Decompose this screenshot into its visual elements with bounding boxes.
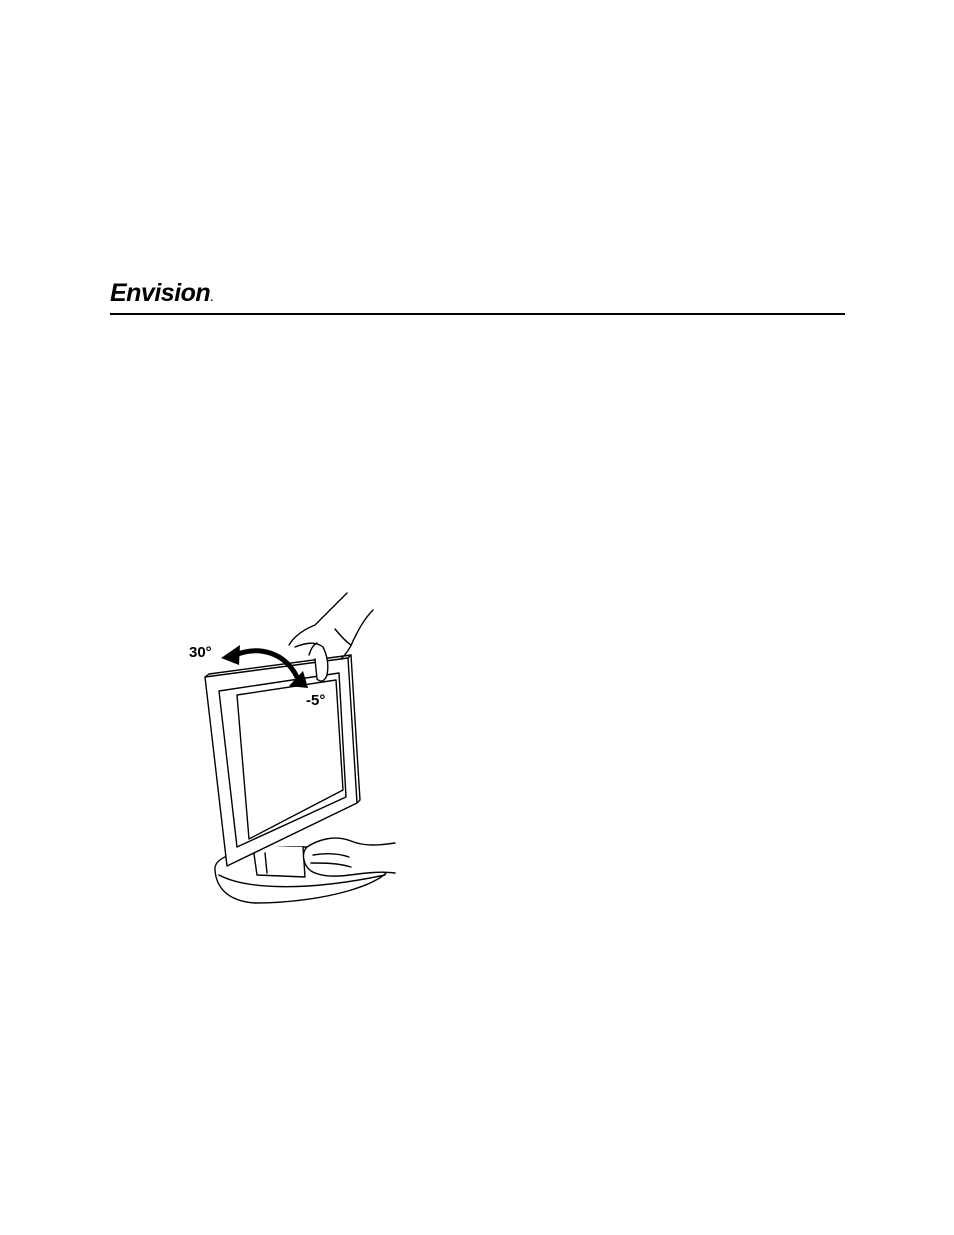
envision-logo: Envision. [110, 276, 213, 310]
tilt-down-angle-label: -5° [306, 692, 325, 709]
tilt-arrow-head-up [221, 645, 240, 665]
monitor-neck [253, 847, 305, 877]
header-rule [110, 313, 845, 315]
brand-name: Envision [110, 279, 210, 307]
monitor-tilt-illustration: 30° -5° [185, 585, 405, 910]
monitor-drawing [185, 585, 405, 910]
brand-mark: . [210, 293, 213, 304]
tilt-up-angle-label: 30° [189, 644, 212, 661]
